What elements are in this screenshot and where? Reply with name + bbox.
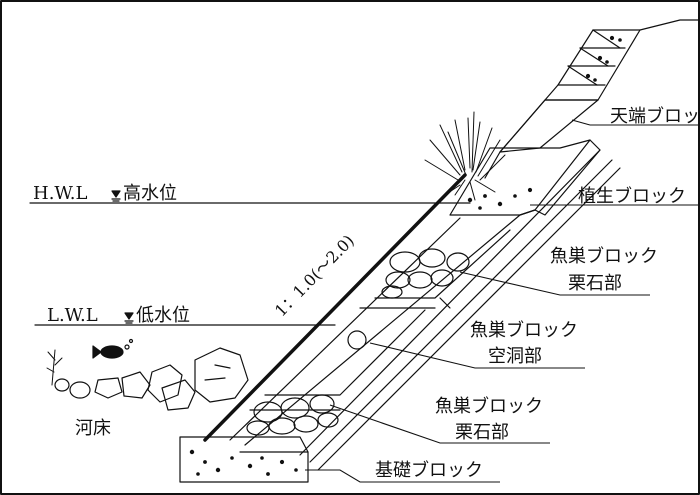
plant-icon: [424, 111, 506, 201]
water-plant-icon: [46, 349, 63, 386]
label-vegetation-block: 植生ブロック: [578, 186, 686, 207]
label-lwl: L.W.L: [47, 305, 98, 326]
label-cobble-section-2: 栗石部: [455, 422, 509, 443]
label-cavity-section: 空洞部: [488, 346, 542, 367]
crown-steps: [499, 19, 700, 153]
label-cobble-section-1: 栗石部: [568, 273, 622, 294]
label-fish-nest-block-2: 魚巣ブロック: [470, 320, 578, 341]
label-foundation-block: 基礎ブロック: [375, 460, 483, 481]
label-hwl-desc: 高水位: [123, 183, 177, 204]
water-level-icon: [111, 190, 121, 202]
crown-block: [484, 99, 599, 179]
fish-icon: [92, 338, 134, 359]
water-level-icon: [124, 312, 134, 324]
riverbed-stones: [54, 347, 249, 411]
slope-face: [203, 173, 467, 442]
label-lwl-desc: 低水位: [136, 305, 190, 326]
label-fish-nest-block-3: 魚巣ブロック: [435, 396, 543, 417]
label-fish-nest-block-1: 魚巣ブロック: [550, 246, 658, 267]
label-riverbed: 河床: [75, 418, 111, 439]
foundation-block: [179, 436, 309, 483]
cavity-hole: [347, 330, 367, 350]
label-hwl: H.W.L: [33, 183, 88, 204]
cobble-stones-upper: [381, 248, 470, 299]
cobble-stones-lower: [246, 394, 339, 436]
label-crown-block: 天端ブロック: [610, 106, 700, 127]
